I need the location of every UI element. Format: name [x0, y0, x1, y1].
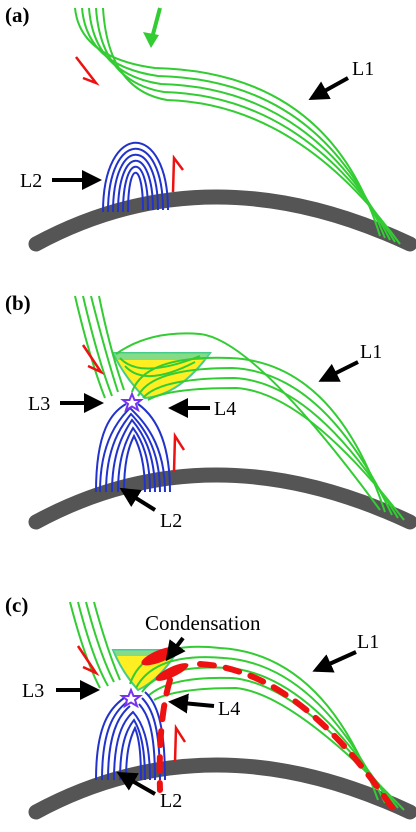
open-field-lines-left-b	[74, 295, 125, 399]
closed-loops-l2-a	[102, 141, 169, 213]
flow-arrow-up-icon-c	[173, 723, 187, 763]
panel-c: (c)	[5, 593, 416, 820]
panel-b: (b)	[5, 291, 416, 532]
pointer-l2-c	[116, 772, 156, 796]
open-field-lines-left-c	[69, 601, 121, 689]
pointer-l1-c	[312, 650, 357, 673]
inflow-arrow-icon	[143, 7, 162, 48]
solar-surface-a	[28, 189, 416, 252]
reconnected-lines-b	[119, 355, 201, 378]
label-condensation: Condensation	[145, 611, 261, 635]
closed-loops-l2-c	[95, 691, 166, 781]
panel-c-label: (c)	[5, 593, 28, 617]
reconnection-region-band-b	[113, 353, 210, 360]
label-l3-c: L3	[22, 680, 44, 702]
solar-surface-c	[28, 757, 416, 820]
label-l1-c: L1	[357, 631, 379, 653]
label-l4-b: L4	[214, 398, 236, 420]
condensation-trail-left	[156, 677, 173, 793]
reconnection-star-icon-c	[119, 687, 143, 709]
flow-arrow-up-icon-b	[172, 431, 186, 473]
panel-a: (a) L1 L2	[5, 3, 416, 252]
open-field-lines-l1-b	[115, 332, 405, 521]
panel-a-label: (a)	[5, 3, 30, 27]
label-l2-a: L2	[20, 170, 42, 192]
pointer-l1-a	[308, 76, 349, 100]
condensation-trail-right	[197, 661, 398, 815]
pointer-l4-c	[168, 693, 215, 714]
pointer-l1-b	[318, 360, 359, 382]
flow-arrow-down-icon-b	[81, 344, 105, 375]
label-l2-c: L2	[160, 790, 182, 812]
label-l1-b: L1	[360, 341, 382, 363]
open-field-lines-l1-a	[74, 7, 401, 245]
label-l1-a: L1	[352, 58, 374, 80]
closed-loops-l2-b	[95, 403, 171, 493]
reconnection-star-icon-b	[120, 391, 144, 413]
panel-b-label: (b)	[5, 291, 31, 315]
solar-surface-b	[28, 467, 416, 530]
label-l3-b: L3	[28, 393, 50, 415]
label-l2-b: L2	[160, 510, 182, 532]
flow-arrow-down-icon-c	[76, 645, 100, 676]
flow-arrow-up-icon	[171, 154, 184, 193]
pointer-l2-b	[119, 487, 157, 512]
pointer-condensation	[165, 636, 186, 662]
label-l4-c: L4	[218, 698, 240, 720]
flow-arrow-down-icon	[75, 56, 100, 86]
